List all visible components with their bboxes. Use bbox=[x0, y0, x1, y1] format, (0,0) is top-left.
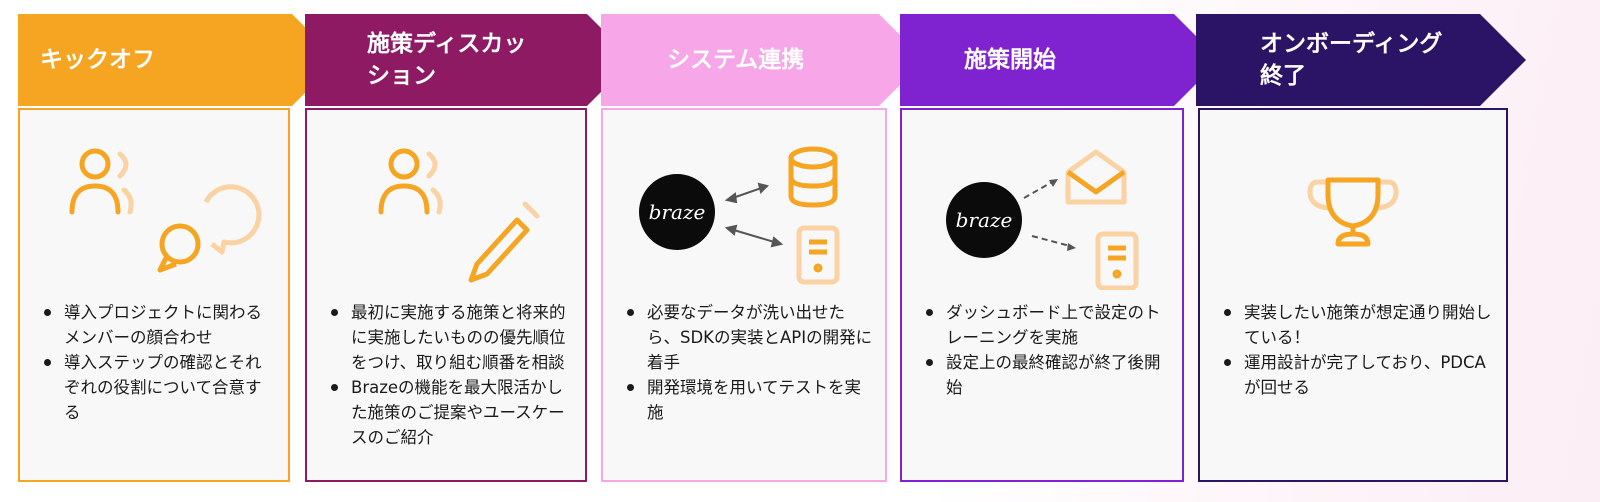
icon-area: braze bbox=[603, 110, 885, 290]
bullet-item: 設定上の最終確認が終了後開始 bbox=[924, 350, 1170, 400]
step-title: キックオフ bbox=[40, 47, 155, 73]
step-title-line1: 施策ディスカッ bbox=[367, 31, 527, 57]
step-onboarding-complete-card: 実装したい施策が想定通り開始している！ 運用設計が完了しており、PDCAが回せる bbox=[1198, 108, 1508, 482]
step-integration-chevron: システム連携 bbox=[601, 14, 925, 106]
bullet-item: ダッシュボード上で設定のトレーニングを実施 bbox=[924, 300, 1170, 350]
bullet-item: 必要なデータが洗い出せたら、SDKの実装とAPIの開発に着手 bbox=[625, 300, 873, 375]
step-title-line1: オンボーディング bbox=[1260, 31, 1443, 57]
braze-logo: braze bbox=[946, 182, 1022, 258]
icon-area bbox=[307, 110, 585, 290]
bullet-item: 実装したい施策が想定通り開始している！ bbox=[1222, 300, 1494, 350]
server-icon bbox=[1095, 231, 1139, 290]
step-title: 施策開始 bbox=[964, 47, 1056, 73]
users-icon bbox=[378, 148, 443, 215]
step-launch-card: braze ダッシュボード上で設定のトレーニングを実施 設定上の最終確認が終 bbox=[900, 108, 1184, 482]
step-kickoff-card: 導入プロジェクトに関わるメンバーの顔合わせ 導入ステップの確認とそれぞれの役割に… bbox=[18, 108, 290, 482]
bullet-list: 導入プロジェクトに関わるメンバーの顔合わせ 導入ステップの確認とそれぞれの役割に… bbox=[42, 300, 276, 425]
bullet-item: 導入ステップの確認とそれぞれの役割について合意する bbox=[42, 350, 276, 425]
bullet-list: 必要なデータが洗い出せたら、SDKの実装とAPIの開発に着手 開発環境を用いてテ… bbox=[625, 300, 873, 425]
chat-bubbles-icon bbox=[157, 184, 262, 273]
trophy-icon bbox=[1307, 177, 1399, 247]
bullet-list: 実装したい施策が想定通り開始している！ 運用設計が完了しており、PDCAが回せる bbox=[1222, 300, 1494, 400]
server-icon bbox=[796, 225, 840, 285]
step-discussion-chevron: 施策ディスカッ ション bbox=[305, 14, 633, 106]
step-kickoff-chevron: キックオフ bbox=[18, 14, 338, 106]
step-discussion-card: 最初に実施する施策と将来的に実施したいものの優先順位をつけ、取り組む順番を相談 … bbox=[305, 108, 587, 482]
bullet-list: ダッシュボード上で設定のトレーニングを実施 設定上の最終確認が終了後開始 bbox=[924, 300, 1170, 400]
braze-logo: braze bbox=[639, 174, 715, 250]
icon-area bbox=[20, 110, 288, 290]
bullet-item: 最初に実施する施策と将来的に実施したいものの優先順位をつけ、取り組む順番を相談 bbox=[329, 300, 573, 375]
bullet-item: 導入プロジェクトに関わるメンバーの顔合わせ bbox=[42, 300, 276, 350]
bullet-item: 開発環境を用いてテストを実施 bbox=[625, 375, 873, 425]
step-launch-chevron: 施策開始 bbox=[900, 14, 1220, 106]
database-icon bbox=[724, 146, 838, 248]
step-title-line2: 終了 bbox=[1260, 63, 1306, 89]
users-icon bbox=[69, 148, 134, 215]
bullet-item: 運用設計が完了しており、PDCAが回せる bbox=[1222, 350, 1494, 400]
icon-area: braze bbox=[902, 110, 1182, 290]
step-title: システム連携 bbox=[667, 47, 805, 73]
bullet-item: Brazeの機能を最大限活かした施策のご提案やユースケースのご紹介 bbox=[329, 375, 573, 450]
icon-area bbox=[1200, 110, 1506, 290]
mail-icon bbox=[1023, 149, 1127, 251]
step-onboarding-complete-chevron: オンボーディング 終了 bbox=[1196, 14, 1526, 106]
pencil-icon bbox=[468, 201, 540, 283]
step-title-line2: ション bbox=[367, 63, 436, 89]
step-integration-card: braze 必要なデー bbox=[601, 108, 887, 482]
bullet-list: 最初に実施する施策と将来的に実施したいものの優先順位をつけ、取り組む順番を相談 … bbox=[329, 300, 573, 450]
